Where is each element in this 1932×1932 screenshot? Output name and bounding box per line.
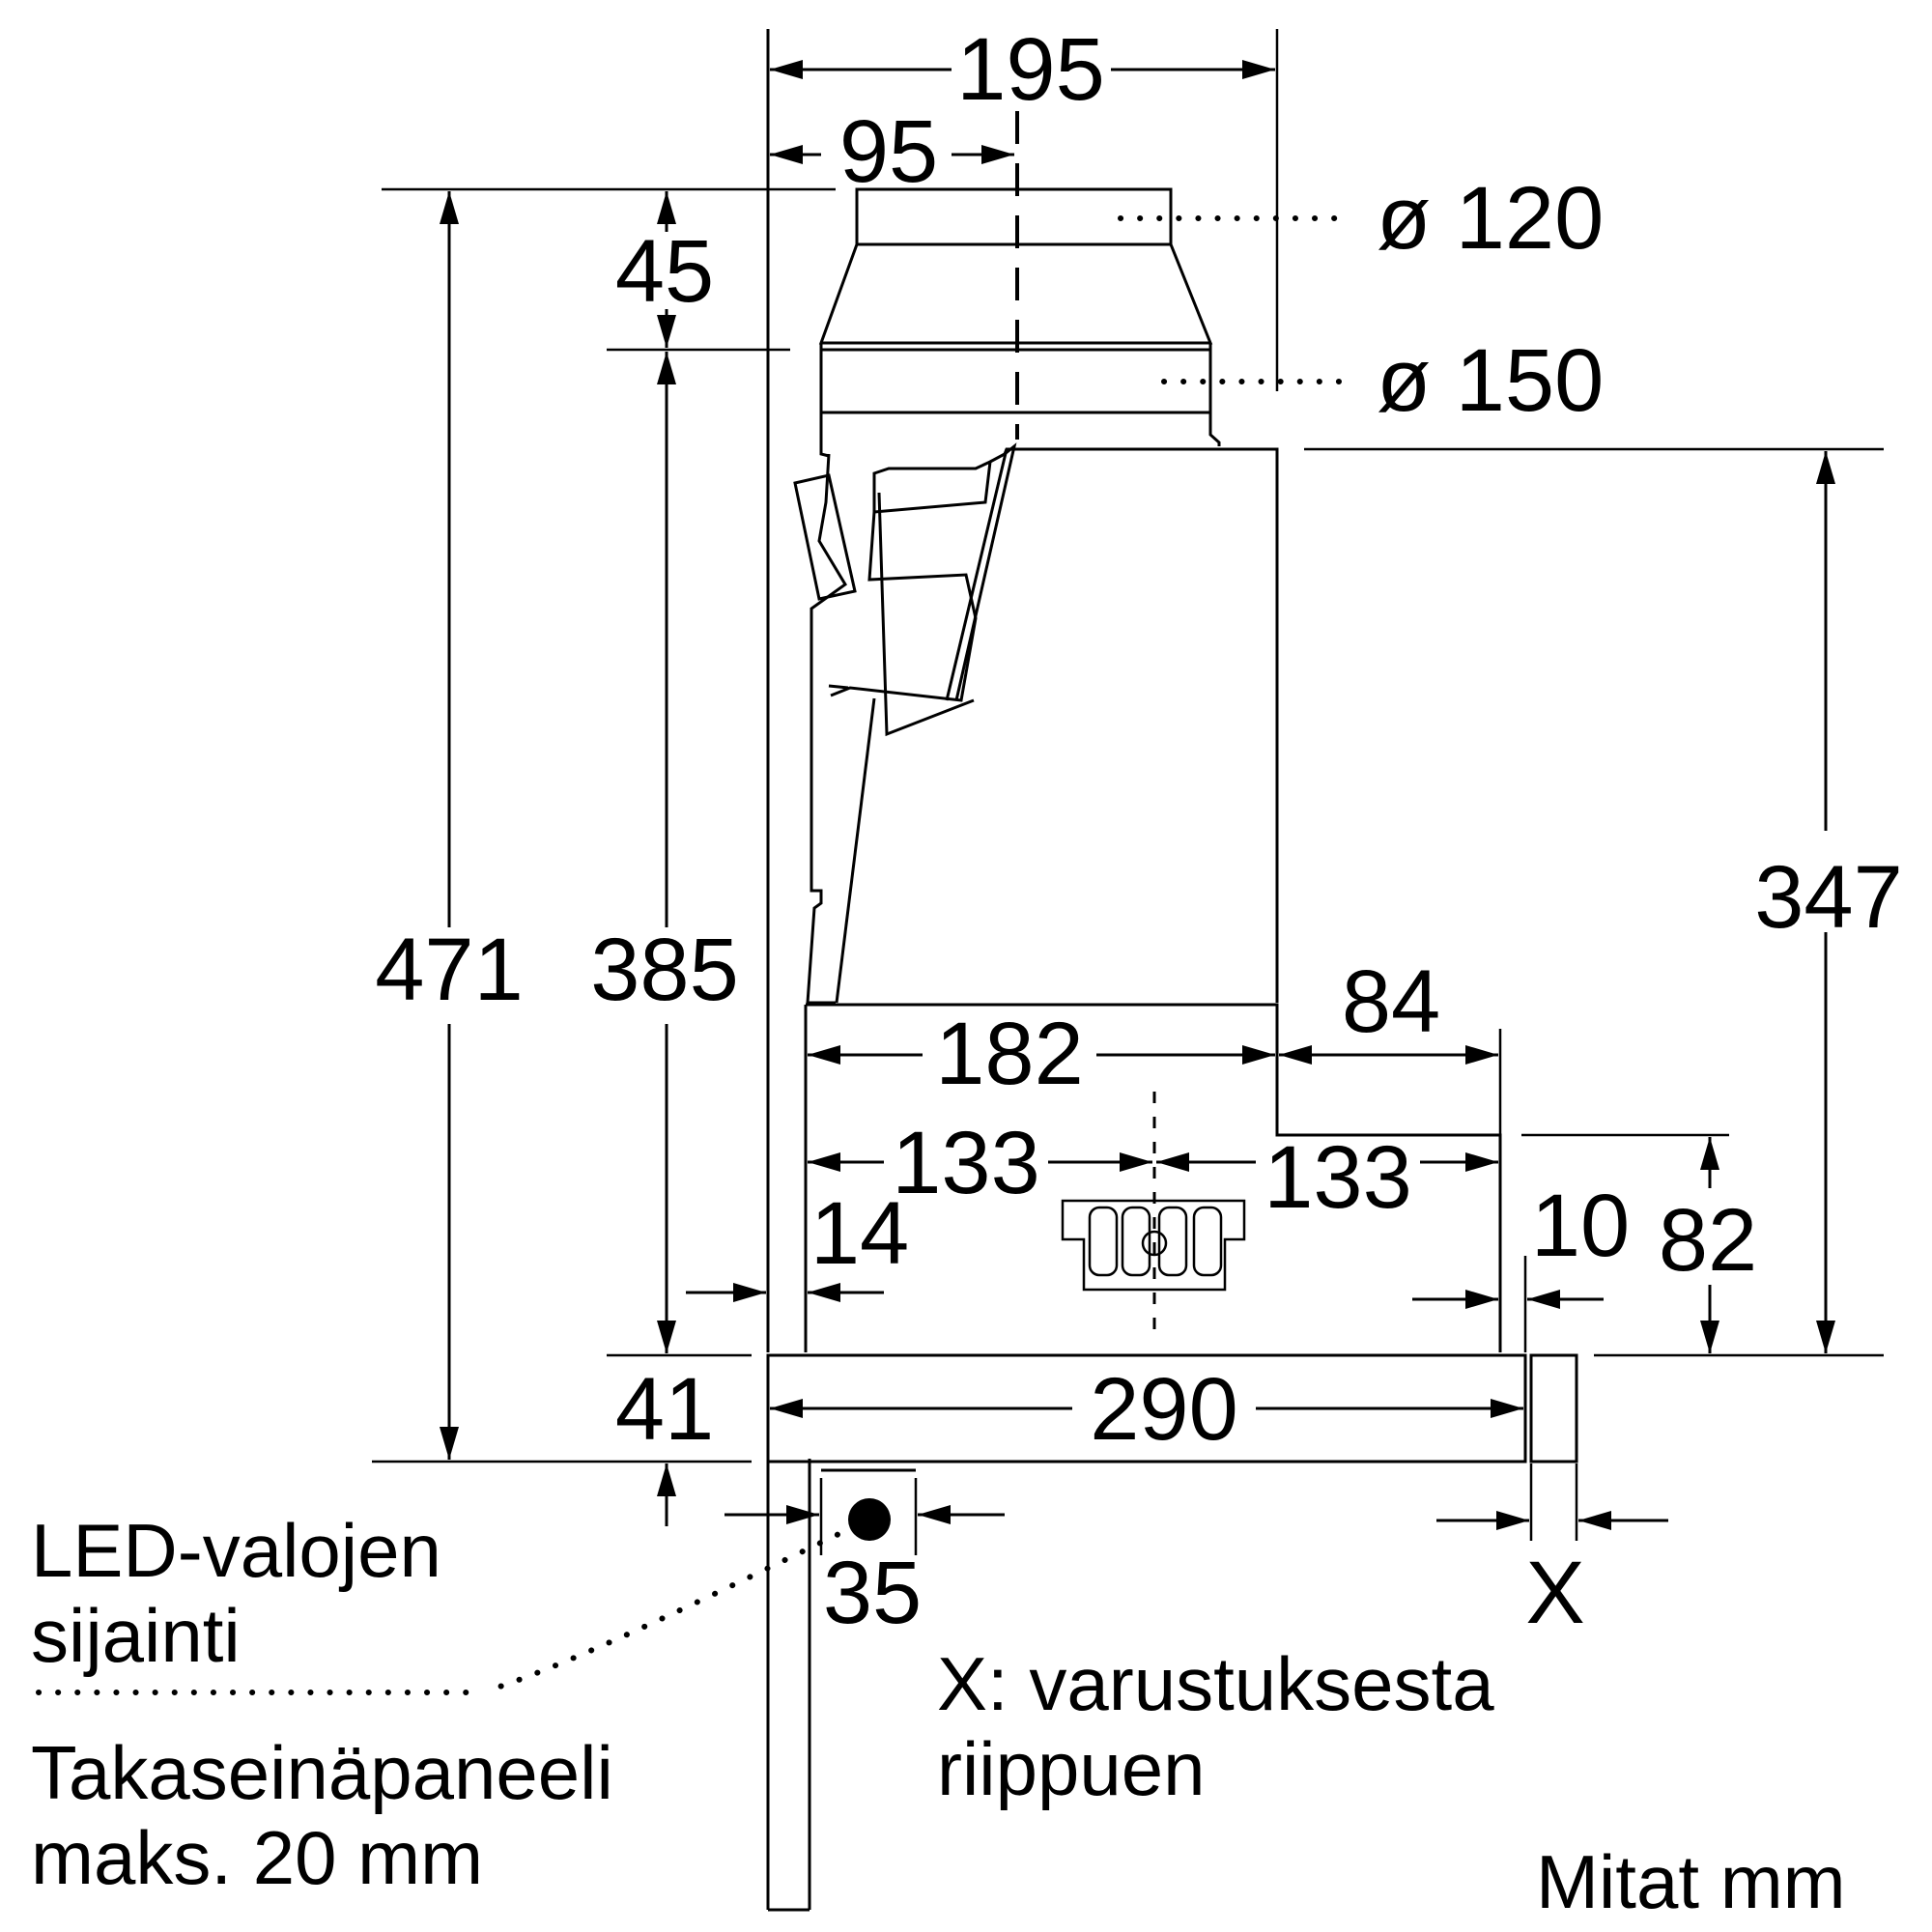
blower-housing — [793, 442, 1279, 1005]
dim-41: 41 — [615, 1360, 714, 1459]
dim-385: 385 — [590, 921, 739, 1019]
dim-x: X — [1525, 1544, 1584, 1642]
dim-14: 14 — [810, 1184, 909, 1283]
duct-connector — [818, 187, 1221, 458]
led-label-line1: LED-valojen — [31, 1508, 441, 1593]
dim-133-left: 133 — [892, 1114, 1040, 1212]
dim-290: 290 — [1090, 1360, 1238, 1459]
dim-133-right: 133 — [1264, 1128, 1412, 1227]
dim-347: 347 — [1754, 848, 1903, 947]
diameter-upper: ø 120 — [1377, 169, 1604, 268]
diameter-lower: ø 150 — [1377, 331, 1604, 430]
led-light-icon — [848, 1498, 891, 1541]
dim-45: 45 — [615, 222, 714, 321]
dim-35: 35 — [823, 1544, 922, 1642]
hood-body — [804, 1003, 1502, 1352]
dim-82: 82 — [1659, 1191, 1757, 1290]
dim-182: 182 — [935, 1005, 1084, 1103]
control-unit-symbol — [1061, 1199, 1246, 1292]
dimension-arrows — [440, 60, 1835, 1530]
units-label: Mitat mm — [1536, 1839, 1846, 1924]
back-wall-panel — [766, 29, 811, 1912]
x-note-line1: X: varustuksesta — [937, 1641, 1494, 1726]
extension-lines — [372, 29, 1884, 1555]
panel-label-line2: maks. 20 mm — [31, 1815, 483, 1900]
dim-195: 195 — [956, 20, 1105, 119]
dim-95: 95 — [839, 102, 938, 201]
dim-471: 471 — [375, 921, 524, 1019]
dim-84: 84 — [1342, 952, 1440, 1051]
panel-label-line1: Takaseinäpaneeli — [31, 1730, 613, 1815]
x-note-line2: riippuen — [937, 1726, 1206, 1811]
pull-out-visor — [766, 1353, 1578, 1463]
led-label-line2: sijainti — [31, 1593, 241, 1678]
dim-10: 10 — [1531, 1177, 1630, 1275]
